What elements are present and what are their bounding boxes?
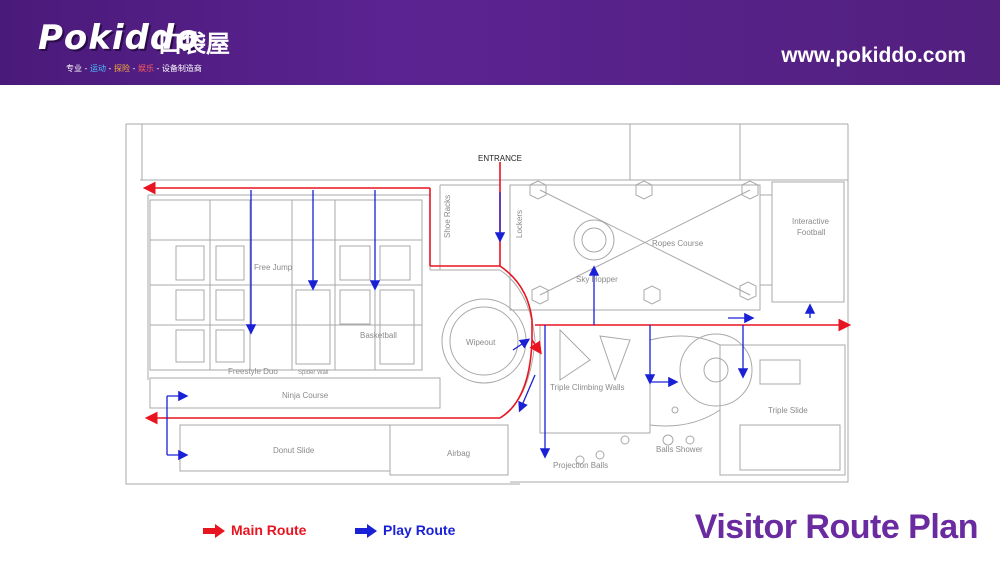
- brand-logo[interactable]: Pokiddo: [38, 18, 200, 58]
- label-entrance: ENTRANCE: [478, 154, 522, 163]
- header-banner: Pokiddo 口袋屋 专业 - 运动 - 探险 - 娱乐 - 设备制造商 ww…: [0, 0, 1000, 85]
- tagline-part: -: [129, 64, 138, 73]
- tagline-part: 娱乐: [137, 64, 154, 73]
- label-airbag: Airbag: [447, 449, 470, 458]
- label-shoe-racks: Shoe Racks: [443, 195, 452, 238]
- label-freestyle-duo: Freestyle Duo: [228, 367, 278, 376]
- ropes-course: [509, 180, 845, 311]
- label-wipeout: Wipeout: [466, 338, 496, 347]
- label-interactive: Interactive: [792, 217, 829, 226]
- tagline-part: 专业 -: [66, 64, 90, 73]
- legend-play-route: Play Route: [355, 522, 456, 539]
- page-title: Visitor Route Plan: [694, 508, 979, 546]
- label-free-jump: Free Jump: [254, 263, 293, 272]
- tagline-part: 运动: [89, 64, 106, 73]
- red-arrow-icon: [203, 524, 225, 539]
- label-ropes-course: Ropes Course: [652, 239, 704, 248]
- label-donut-slide: Donut Slide: [273, 446, 315, 455]
- label-basketball: Basketball: [360, 331, 397, 340]
- label-lockers: Lockers: [515, 210, 524, 238]
- label-triple-climbing-walls: Triple Climbing Walls: [550, 383, 625, 392]
- tagline-part: -: [105, 64, 114, 73]
- tagline-part: 探险: [113, 64, 130, 73]
- label-balls-shower: Balls Shower: [656, 445, 703, 454]
- label-triple-slide: Triple Slide: [768, 406, 808, 415]
- play-route: [166, 190, 816, 461]
- blue-arrow-icon: [355, 524, 377, 539]
- brand-logo-chinese: 口袋屋: [158, 30, 230, 58]
- legend-main-route: Main Route: [203, 522, 307, 539]
- legend-play-label: Play Route: [383, 522, 456, 538]
- label-ninja: Ninja Course: [282, 391, 329, 400]
- main-route: [142, 162, 852, 425]
- legend-main-label: Main Route: [231, 522, 307, 538]
- tagline-part: - 设备制造商: [153, 64, 202, 73]
- label-spider-wall: Spider Wall: [298, 370, 328, 376]
- trampoline-grid: [149, 199, 509, 476]
- website-link[interactable]: www.pokiddo.com: [781, 44, 966, 67]
- floor-plan: ENTRANCE Shoe Racks Lockers Free Jump Ba…: [125, 123, 852, 485]
- label-projection-balls: Projection Balls: [553, 461, 608, 470]
- brand-tagline: 专业 - 运动 - 探险 - 娱乐 - 设备制造商: [66, 63, 202, 74]
- label-football: Football: [797, 228, 826, 237]
- label-sky-hopper: Sky Hopper: [576, 275, 618, 284]
- plan-text-labels: ENTRANCE Shoe Racks Lockers Free Jump Ba…: [228, 154, 829, 470]
